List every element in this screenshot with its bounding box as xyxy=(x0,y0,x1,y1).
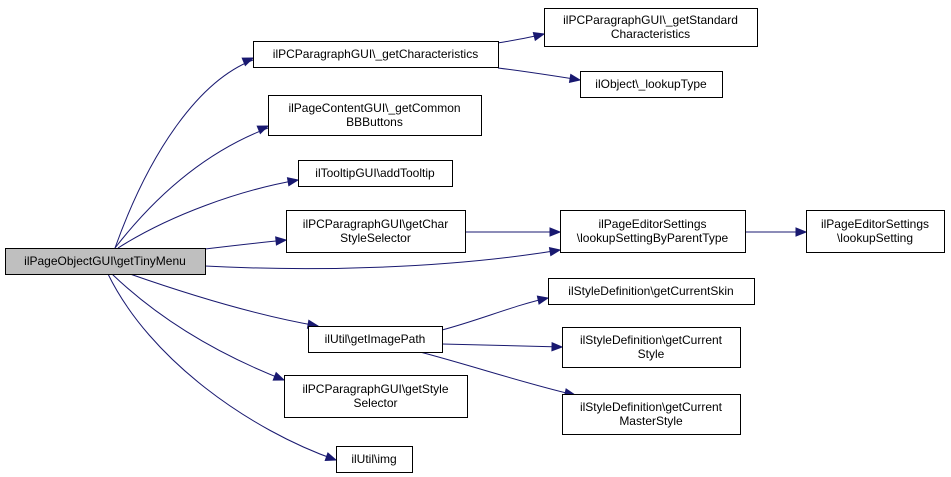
node-label: ilObject\_lookupType xyxy=(595,77,707,91)
arrow-head-icon xyxy=(286,177,300,187)
node-box xyxy=(298,160,453,187)
edge-getImagePath-to-getCurrentStyle xyxy=(441,342,564,352)
arrow-head-icon xyxy=(324,452,338,462)
node-box xyxy=(560,210,746,253)
node-label: Style xyxy=(638,347,665,361)
node-label: ilPCParagraphGUI\getChar xyxy=(303,217,448,231)
edge-line xyxy=(497,67,581,81)
edge-getCharacteristics-to-lookupType xyxy=(497,67,582,84)
node-label: ilPageEditorSettings xyxy=(598,217,706,231)
node-box xyxy=(284,375,468,418)
node-img[interactable]: ilUtil\img xyxy=(336,446,413,473)
arrow-head-icon xyxy=(256,125,270,135)
node-box xyxy=(336,446,413,473)
node-box xyxy=(308,326,443,353)
node-label: ilPageContentGUI\_getCommon xyxy=(288,101,460,115)
node-label: ilStyleDefinition\getCurrent xyxy=(580,400,723,414)
node-label: Selector xyxy=(353,396,397,410)
node-box xyxy=(5,248,206,275)
edge-line xyxy=(204,249,561,270)
edge-line xyxy=(111,273,285,381)
node-lookupType[interactable]: ilObject\_lookupType xyxy=(580,71,723,98)
arrow-head-icon xyxy=(532,31,546,42)
node-label: BBButtons xyxy=(346,115,403,129)
node-label: ilStyleDefinition\getCurrentSkin xyxy=(568,284,733,298)
node-box xyxy=(548,278,755,305)
arrow-head-icon xyxy=(536,295,550,305)
arrow-head-icon xyxy=(551,342,564,352)
node-label: ilPCParagraphGUI\_getCharacteristics xyxy=(273,47,478,61)
node-label: \lookupSetting xyxy=(837,231,913,245)
arrow-head-icon xyxy=(795,227,808,237)
nodes-layer: ilPageObjectGUI\getTinyMenu ilPCParagraph… xyxy=(5,8,945,473)
arrow-head-icon xyxy=(549,227,562,237)
node-getImagePath[interactable]: ilUtil\getImagePath xyxy=(308,326,443,353)
node-box xyxy=(253,41,499,68)
edge-lookupSettingByParentType-to-lookupSetting xyxy=(745,227,808,237)
edge-root-to-addTooltip xyxy=(117,177,300,249)
node-getStandardCharacteristics[interactable]: ilPCParagraphGUI\_getStandardCharacteris… xyxy=(544,8,758,47)
node-label: ilPageEditorSettings xyxy=(821,217,929,231)
node-getCharacteristics[interactable]: ilPCParagraphGUI\_getCharacteristics xyxy=(253,41,499,68)
edge-line xyxy=(419,351,576,396)
node-lookupSettingByParentType[interactable]: ilPageEditorSettings\lookupSettingByPare… xyxy=(560,210,746,253)
edge-root-to-getCharStyleSelector xyxy=(204,236,288,250)
edge-root-to-getCharacteristics xyxy=(114,57,255,249)
edge-line xyxy=(114,127,269,249)
edge-root-to-lookupSettingByParentType xyxy=(204,247,562,270)
node-box xyxy=(286,210,466,253)
node-label: ilPCParagraphGUI\getStyle xyxy=(302,382,448,396)
arrow-head-icon xyxy=(272,371,286,381)
edge-getCharacteristics-to-getStandardCharacteristics xyxy=(497,31,546,44)
edge-line xyxy=(129,273,319,327)
arrow-head-icon xyxy=(275,236,288,246)
node-lookupSetting[interactable]: ilPageEditorSettings\lookupSetting xyxy=(806,210,945,253)
edges-layer xyxy=(107,31,808,462)
node-addTooltip[interactable]: ilTooltipGUI\addTooltip xyxy=(298,160,453,187)
edge-root-to-img xyxy=(107,273,338,462)
edge-getCharStyleSelector-to-lookupSettingByParentType xyxy=(465,227,562,237)
edge-root-to-getCommonBBButtons xyxy=(114,125,270,249)
edge-line xyxy=(107,273,337,461)
edge-line xyxy=(441,343,563,348)
node-label: ilPageObjectGUI\getTinyMenu xyxy=(24,254,186,268)
node-box xyxy=(806,210,945,253)
node-root[interactable]: ilPageObjectGUI\getTinyMenu xyxy=(5,248,206,275)
edge-line xyxy=(204,239,287,250)
node-label: ilStyleDefinition\getCurrent xyxy=(580,333,723,347)
arrow-head-icon xyxy=(241,57,255,67)
edge-line xyxy=(117,179,299,249)
node-box xyxy=(268,95,482,136)
arrow-head-icon xyxy=(568,73,582,84)
node-label: ilPCParagraphGUI\_getStandard xyxy=(563,13,738,27)
node-label: StyleSelector xyxy=(340,231,411,245)
node-label: ilUtil\img xyxy=(351,452,396,466)
edge-line xyxy=(441,297,549,331)
node-box xyxy=(580,71,723,98)
arrow-head-icon xyxy=(548,247,562,257)
node-label: ilUtil\getImagePath xyxy=(325,332,426,346)
edge-getImagePath-to-getCurrentSkin xyxy=(441,295,550,331)
node-label: \lookupSettingByParentType xyxy=(577,231,729,245)
edge-line xyxy=(114,59,254,249)
node-label: Characteristics xyxy=(611,27,690,41)
node-getCurrentSkin[interactable]: ilStyleDefinition\getCurrentSkin xyxy=(548,278,755,305)
node-label: MasterStyle xyxy=(619,414,683,428)
node-box xyxy=(562,327,741,368)
node-box xyxy=(562,394,741,435)
node-box xyxy=(544,8,758,47)
node-label: ilTooltipGUI\addTooltip xyxy=(315,166,435,180)
edge-root-to-getStyleSelector xyxy=(111,273,286,381)
edge-root-to-getImagePath xyxy=(129,273,320,329)
